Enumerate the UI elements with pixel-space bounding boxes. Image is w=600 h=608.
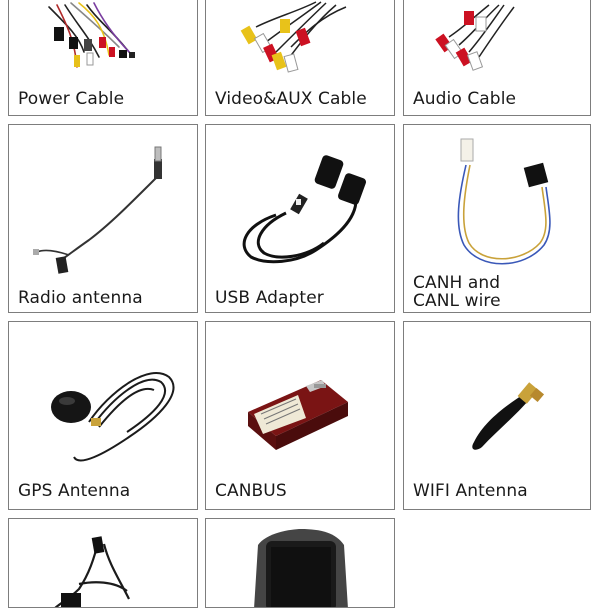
- product-label: Video&AUX Cable: [215, 89, 367, 109]
- product-card-audio-cable[interactable]: Audio Cable: [403, 0, 591, 116]
- rca-video-aux-cable-icon: [240, 1, 347, 73]
- product-card-power-cable[interactable]: Power Cable: [8, 0, 198, 116]
- product-label: CANL wire: [413, 291, 501, 311]
- usb-adapter-cable-icon: [242, 155, 366, 264]
- product-card-head-unit[interactable]: [205, 518, 395, 608]
- product-label: Audio Cable: [413, 89, 517, 109]
- gps-antenna-icon: [51, 372, 175, 462]
- product-label: GPS Antenna: [18, 481, 131, 501]
- product-card-canh-canl-wire[interactable]: CANH and CANL wire: [403, 124, 591, 313]
- head-unit-frame-icon: [254, 529, 348, 607]
- product-card-extra-cable[interactable]: [8, 518, 198, 608]
- product-card-video-aux-cable[interactable]: Video&AUX Cable: [205, 0, 395, 116]
- cable-icon: [54, 536, 130, 607]
- wifi-antenna-icon: [472, 382, 545, 450]
- rca-audio-cable-icon: [435, 4, 515, 71]
- canh-canl-wire-icon: [457, 138, 551, 265]
- canbus-box-icon: [248, 380, 348, 450]
- power-cable-harness-icon: [48, 2, 135, 68]
- product-label: CANH and: [413, 273, 501, 293]
- product-label: Power Cable: [18, 89, 125, 109]
- product-card-gps-antenna[interactable]: GPS Antenna: [8, 321, 198, 510]
- product-label: WIFI Antenna: [413, 481, 528, 501]
- product-card-wifi-antenna[interactable]: WIFI Antenna: [403, 321, 591, 510]
- radio-antenna-adapter-icon: [33, 146, 162, 274]
- product-label: Radio antenna: [18, 288, 143, 308]
- product-label: USB Adapter: [215, 288, 324, 308]
- product-card-canbus[interactable]: CANBUS: [205, 321, 395, 510]
- product-label: CANBUS: [215, 481, 287, 501]
- product-card-radio-antenna[interactable]: Radio antenna: [8, 124, 198, 313]
- product-card-usb-adapter[interactable]: USB Adapter: [205, 124, 395, 313]
